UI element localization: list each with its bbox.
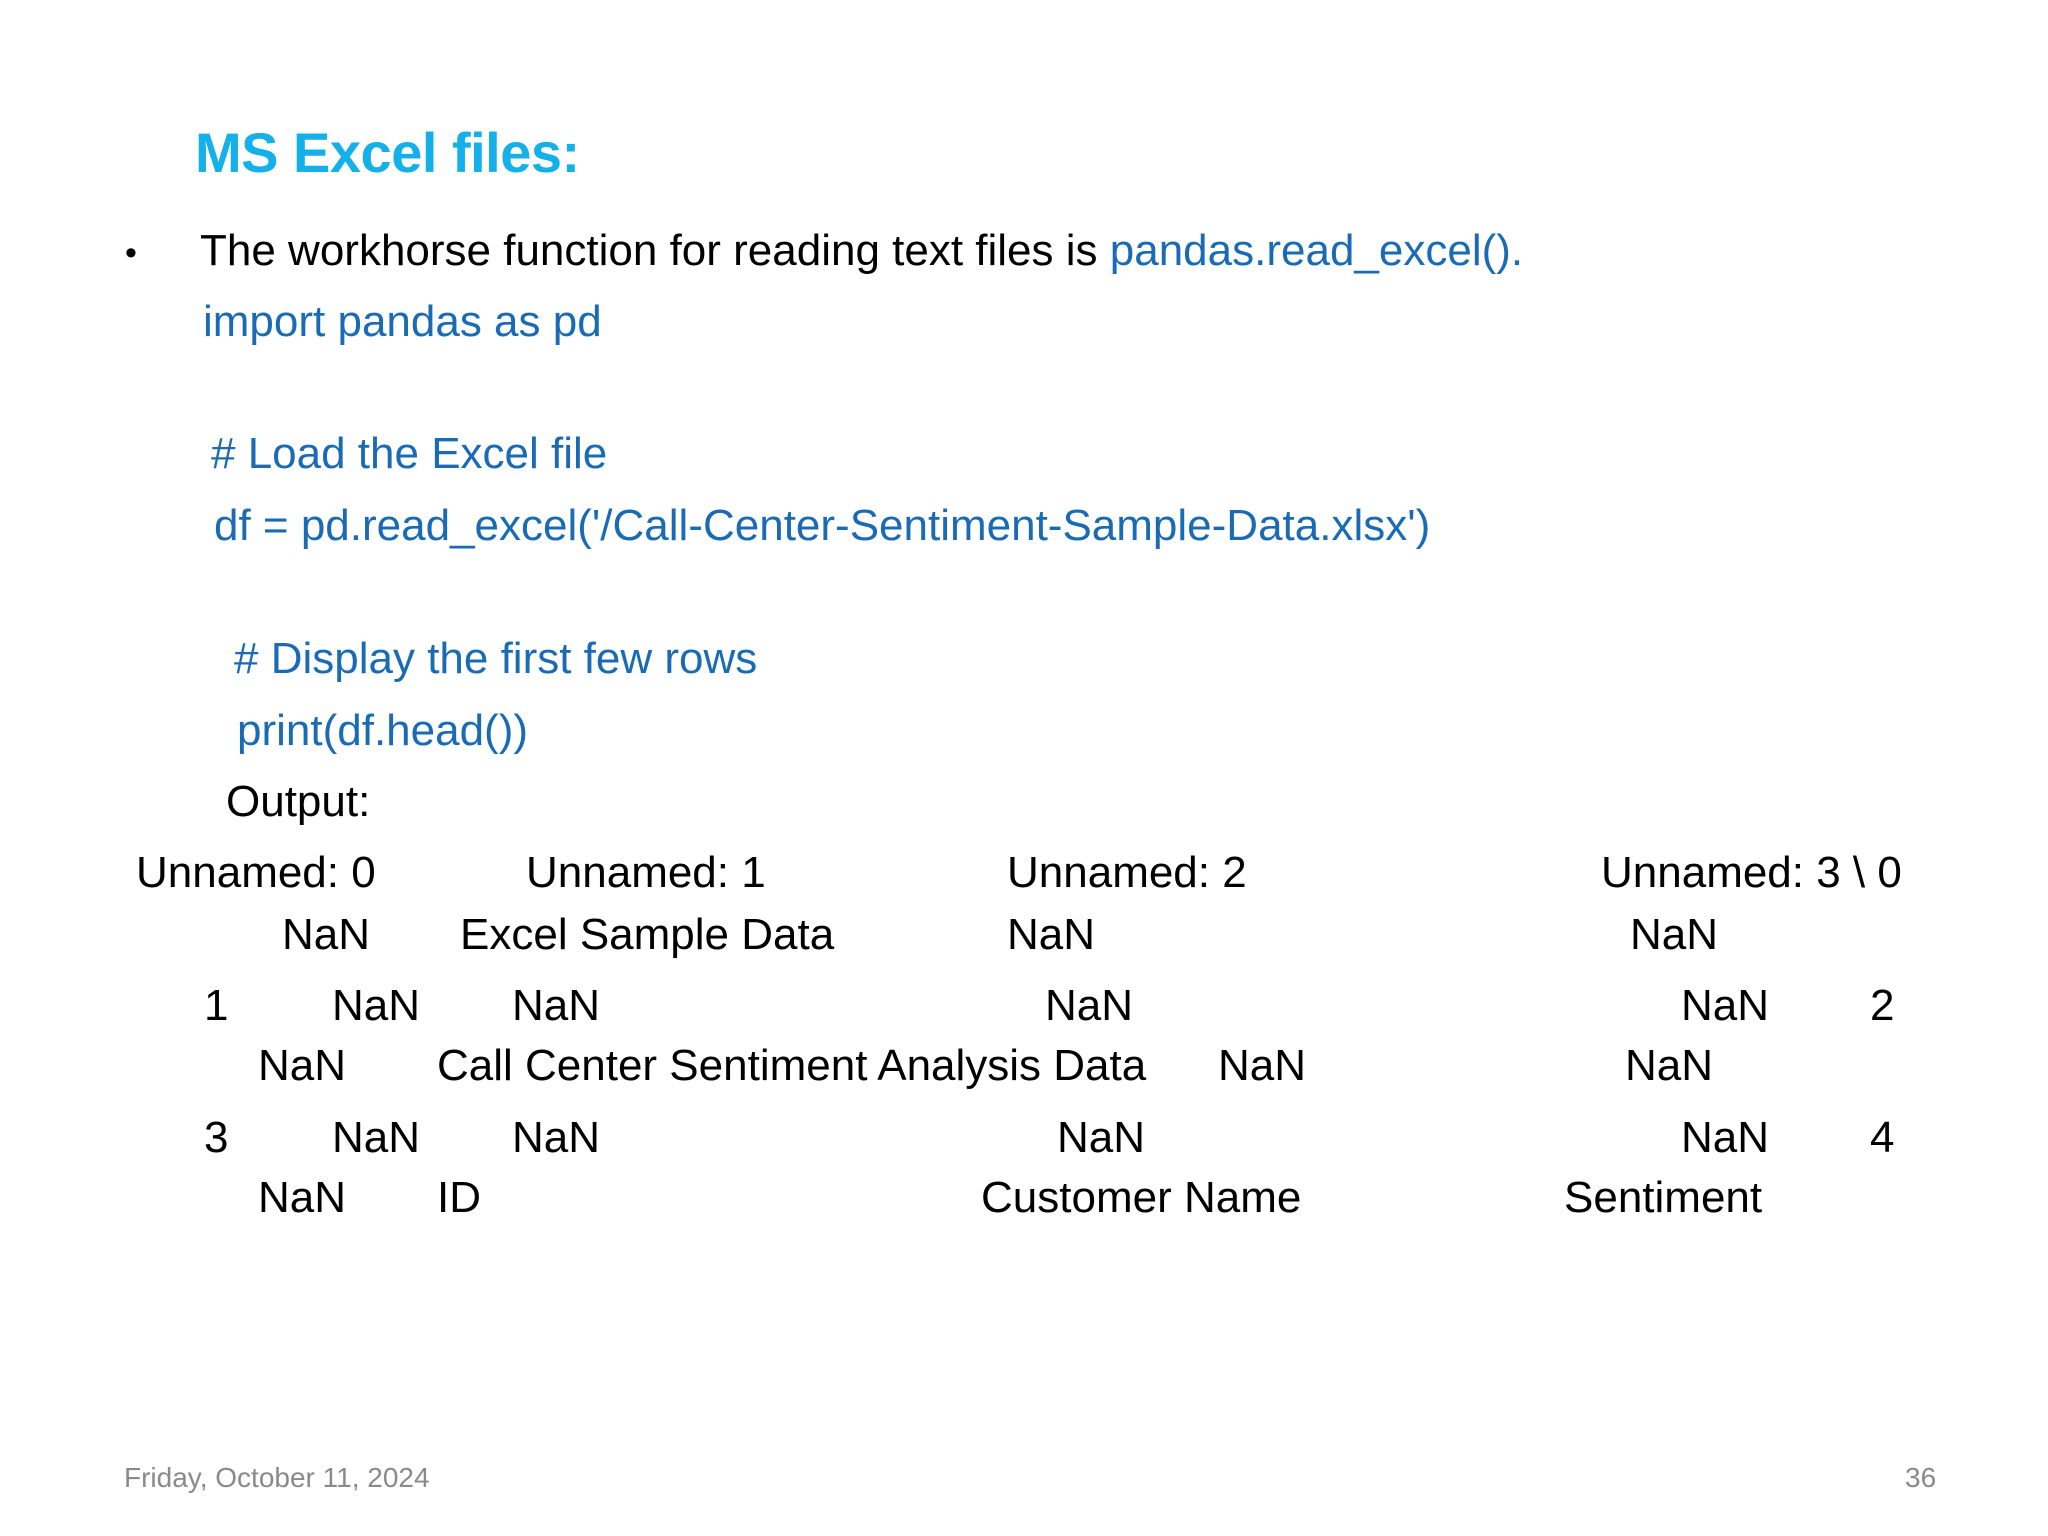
output-cell: 1 <box>204 981 229 1030</box>
output-cell: NaN <box>1007 910 1096 959</box>
output-cell: Call Center Sentiment Analysis Data <box>437 1041 1147 1090</box>
code-line-print: print(df.head()) <box>237 706 529 755</box>
output-cell: 4 <box>1870 1113 1895 1162</box>
output-cell: ID <box>437 1173 481 1222</box>
output-cell: NaN <box>512 981 601 1030</box>
output-cell: NaN <box>1681 981 1770 1030</box>
bullet-text: The workhorse function for reading text … <box>200 226 1110 275</box>
output-cell: Customer Name <box>981 1173 1302 1222</box>
output-cell: NaN <box>332 1113 421 1162</box>
output-cell: Unnamed: 3 \ 0 <box>1601 848 1902 897</box>
output-cell: NaN <box>258 1041 347 1090</box>
code-line-import: import pandas as pd <box>203 297 602 346</box>
output-cell: Excel Sample Data <box>460 910 835 959</box>
footer-date: Friday, October 11, 2024 <box>124 1462 430 1493</box>
output-cell: Sentiment <box>1564 1173 1763 1222</box>
code-line-comment-load: # Load the Excel file <box>211 429 608 478</box>
output-cell: NaN <box>1218 1041 1307 1090</box>
output-cell: 3 <box>204 1113 229 1162</box>
output-cell: Unnamed: 2 <box>1007 848 1247 897</box>
output-cell: NaN <box>258 1173 347 1222</box>
output-cell: NaN <box>1681 1113 1770 1162</box>
output-label: Output: <box>226 777 371 826</box>
code-line-comment-display: # Display the first few rows <box>234 634 758 683</box>
output-cell: Unnamed: 0 <box>136 848 376 897</box>
output-cell: NaN <box>512 1113 601 1162</box>
slide-number: 36 <box>1905 1462 1937 1493</box>
output-cell: NaN <box>282 910 371 959</box>
bullet-line: The workhorse function for reading text … <box>200 226 1523 276</box>
code-line-read-excel: df = pd.read_excel('/Call-Center-Sentime… <box>214 501 1431 550</box>
bullet-function-name: pandas.read_excel(). <box>1109 226 1524 275</box>
output-cell: NaN <box>1630 910 1719 959</box>
slide-title: MS Excel files: <box>195 121 580 184</box>
output-cell: NaN <box>1057 1113 1146 1162</box>
output-cell: Unnamed: 1 <box>526 848 766 897</box>
output-cell: NaN <box>332 981 421 1030</box>
output-cell: 2 <box>1870 981 1895 1030</box>
output-cell: NaN <box>1045 981 1134 1030</box>
bullet-icon: • <box>125 234 137 272</box>
output-cell: NaN <box>1625 1041 1714 1090</box>
